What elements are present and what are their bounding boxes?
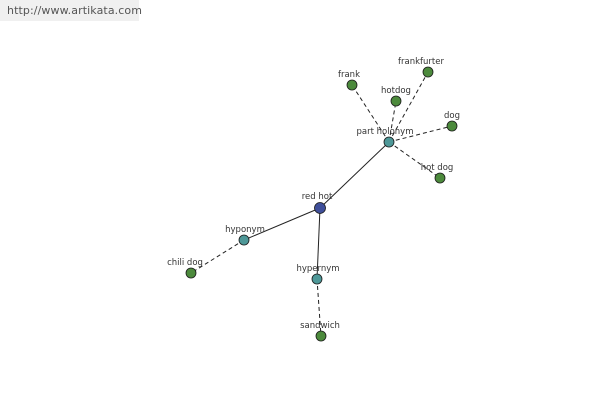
node-label-frank: frank <box>338 70 360 80</box>
node-label-chili-dog: chili dog <box>167 258 203 268</box>
node-hotdog[interactable] <box>390 95 402 107</box>
watermark: http://www.artikata.com <box>0 0 143 21</box>
node-label-hypernym: hypernym <box>296 264 339 274</box>
node-sandwich[interactable] <box>315 330 327 342</box>
edge-part-holonym-to-hot-dog <box>388 141 441 179</box>
node-label-hyponym: hyponym <box>225 225 265 235</box>
node-label-red-hot: red hot <box>302 192 333 202</box>
node-hyponym[interactable] <box>238 234 250 246</box>
node-dog[interactable] <box>446 120 458 132</box>
node-label-hotdog: hotdog <box>381 86 411 96</box>
node-label-sandwich: sandwich <box>300 321 340 331</box>
edge-red-hot-to-part-holonym <box>319 141 390 209</box>
edge-hyponym-to-chili-dog <box>190 239 245 274</box>
node-frankfurter[interactable] <box>422 66 434 78</box>
edge-hypernym-to-sandwich <box>316 278 322 337</box>
edge-part-holonym-to-frank <box>351 84 390 143</box>
node-label-dog: dog <box>444 111 460 121</box>
node-label-part-holonym: part holonym <box>357 127 414 137</box>
node-part-holonym[interactable] <box>383 136 395 148</box>
node-hot-dog[interactable] <box>434 172 446 184</box>
edge-red-hot-to-hyponym <box>243 207 321 241</box>
watermark-text: http://www.artikata.com <box>7 4 143 17</box>
edge-part-holonym-to-frankfurter <box>388 71 429 143</box>
node-label-frankfurter: frankfurter <box>398 57 444 67</box>
node-frank[interactable] <box>346 79 358 91</box>
node-label-hot-dog: hot dog <box>421 163 454 173</box>
edge-red-hot-to-hypernym <box>316 207 321 280</box>
node-hypernym[interactable] <box>311 273 323 285</box>
node-chili-dog[interactable] <box>185 267 197 279</box>
edge-part-holonym-to-dog <box>388 125 453 143</box>
node-red-hot[interactable] <box>314 202 326 214</box>
